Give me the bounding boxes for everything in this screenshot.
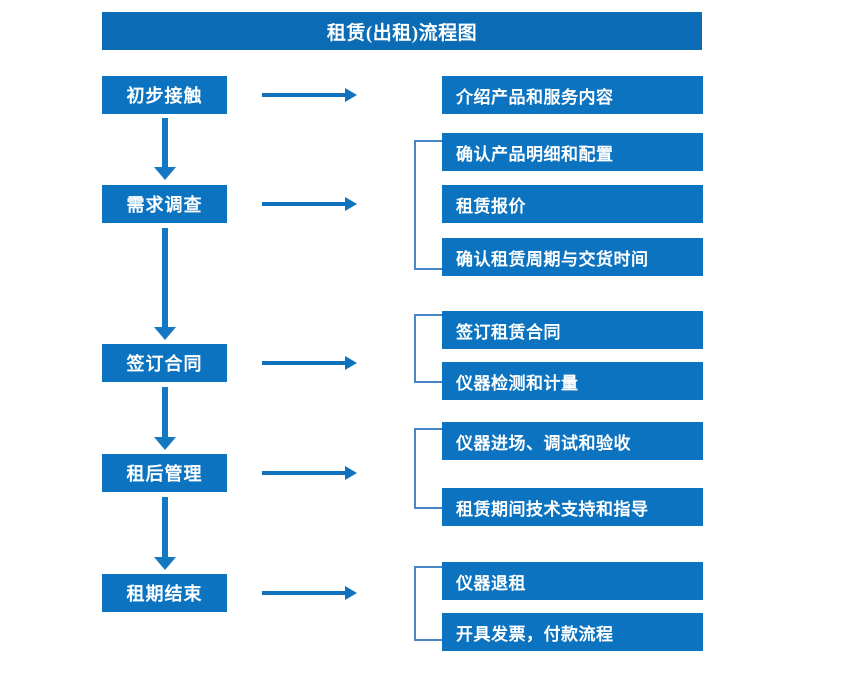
arrow-shaft <box>162 228 168 327</box>
arrow-head <box>345 356 357 370</box>
arrow-shaft <box>262 93 346 97</box>
detail-label: 仪器退租 <box>456 573 526 593</box>
detail-label: 签订租赁合同 <box>456 322 561 342</box>
detail-box-instrument-return[interactable]: 仪器退租 <box>442 562 703 600</box>
horizontal-arrow-2 <box>262 197 357 211</box>
arrow-head <box>154 437 176 450</box>
detail-label: 开具发票，付款流程 <box>456 624 614 644</box>
horizontal-arrow-1 <box>262 88 357 102</box>
detail-label: 仪器检测和计量 <box>456 373 579 393</box>
bracket-connector-group5 <box>414 566 442 641</box>
chart-title: 租赁(出租)流程图 <box>326 22 478 44</box>
stage-label: 初步接触 <box>126 86 203 106</box>
horizontal-arrow-3 <box>262 356 357 370</box>
stage-label: 租期结束 <box>126 584 203 604</box>
stage-label: 需求调查 <box>126 195 203 215</box>
vertical-arrow-1 <box>154 118 176 180</box>
arrow-shaft <box>262 591 346 595</box>
arrow-shaft <box>262 202 346 206</box>
vertical-arrow-4 <box>154 497 176 570</box>
detail-box-rental-quotation[interactable]: 租赁报价 <box>442 185 703 223</box>
detail-box-technical-support-during-lease[interactable]: 租赁期间技术支持和指导 <box>442 488 703 526</box>
detail-label: 确认租赁周期与交货时间 <box>456 249 649 269</box>
arrow-shaft <box>162 497 168 557</box>
arrow-head <box>345 586 357 600</box>
detail-box-confirm-product-details[interactable]: 确认产品明细和配置 <box>442 133 703 171</box>
detail-label: 确认产品明细和配置 <box>456 144 614 164</box>
vertical-arrow-3 <box>154 387 176 450</box>
detail-box-sign-lease-contract[interactable]: 签订租赁合同 <box>442 311 703 349</box>
arrow-shaft <box>162 118 168 167</box>
stage-box-lease-end[interactable]: 租期结束 <box>102 574 227 612</box>
bracket-connector-group4 <box>414 428 442 509</box>
detail-label: 仪器进场、调试和验收 <box>456 433 631 453</box>
stage-label: 签订合同 <box>126 354 203 374</box>
detail-box-instrument-inspection-metering[interactable]: 仪器检测和计量 <box>442 362 703 400</box>
stage-box-post-rental-management[interactable]: 租后管理 <box>102 454 227 492</box>
stage-box-initial-contact[interactable]: 初步接触 <box>102 76 227 114</box>
detail-label: 介绍产品和服务内容 <box>456 87 614 107</box>
detail-label: 租赁期间技术支持和指导 <box>456 499 649 519</box>
arrow-head <box>154 327 176 340</box>
horizontal-arrow-4 <box>262 466 357 480</box>
arrow-head <box>345 88 357 102</box>
arrow-shaft <box>262 361 346 365</box>
detail-box-invoice-payment-process[interactable]: 开具发票，付款流程 <box>442 613 703 651</box>
detail-box-instrument-arrival-commissioning-acceptance[interactable]: 仪器进场、调试和验收 <box>442 422 703 460</box>
stage-box-sign-contract[interactable]: 签订合同 <box>102 344 227 382</box>
detail-box-intro-products-services[interactable]: 介绍产品和服务内容 <box>442 76 703 114</box>
detail-label: 租赁报价 <box>456 196 526 216</box>
arrow-head <box>345 197 357 211</box>
detail-box-confirm-lease-period-delivery[interactable]: 确认租赁周期与交货时间 <box>442 238 703 276</box>
arrow-shaft <box>162 387 168 437</box>
stage-box-requirement-survey[interactable]: 需求调查 <box>102 185 227 223</box>
bracket-connector-group2 <box>414 140 442 270</box>
horizontal-arrow-5 <box>262 586 357 600</box>
arrow-head <box>345 466 357 480</box>
arrow-head <box>154 557 176 570</box>
arrow-head <box>154 167 176 180</box>
vertical-arrow-2 <box>154 228 176 340</box>
chart-title-bar: 租赁(出租)流程图 <box>102 12 702 50</box>
stage-label: 租后管理 <box>126 464 203 484</box>
arrow-shaft <box>262 471 346 475</box>
bracket-connector-group3 <box>414 314 442 383</box>
